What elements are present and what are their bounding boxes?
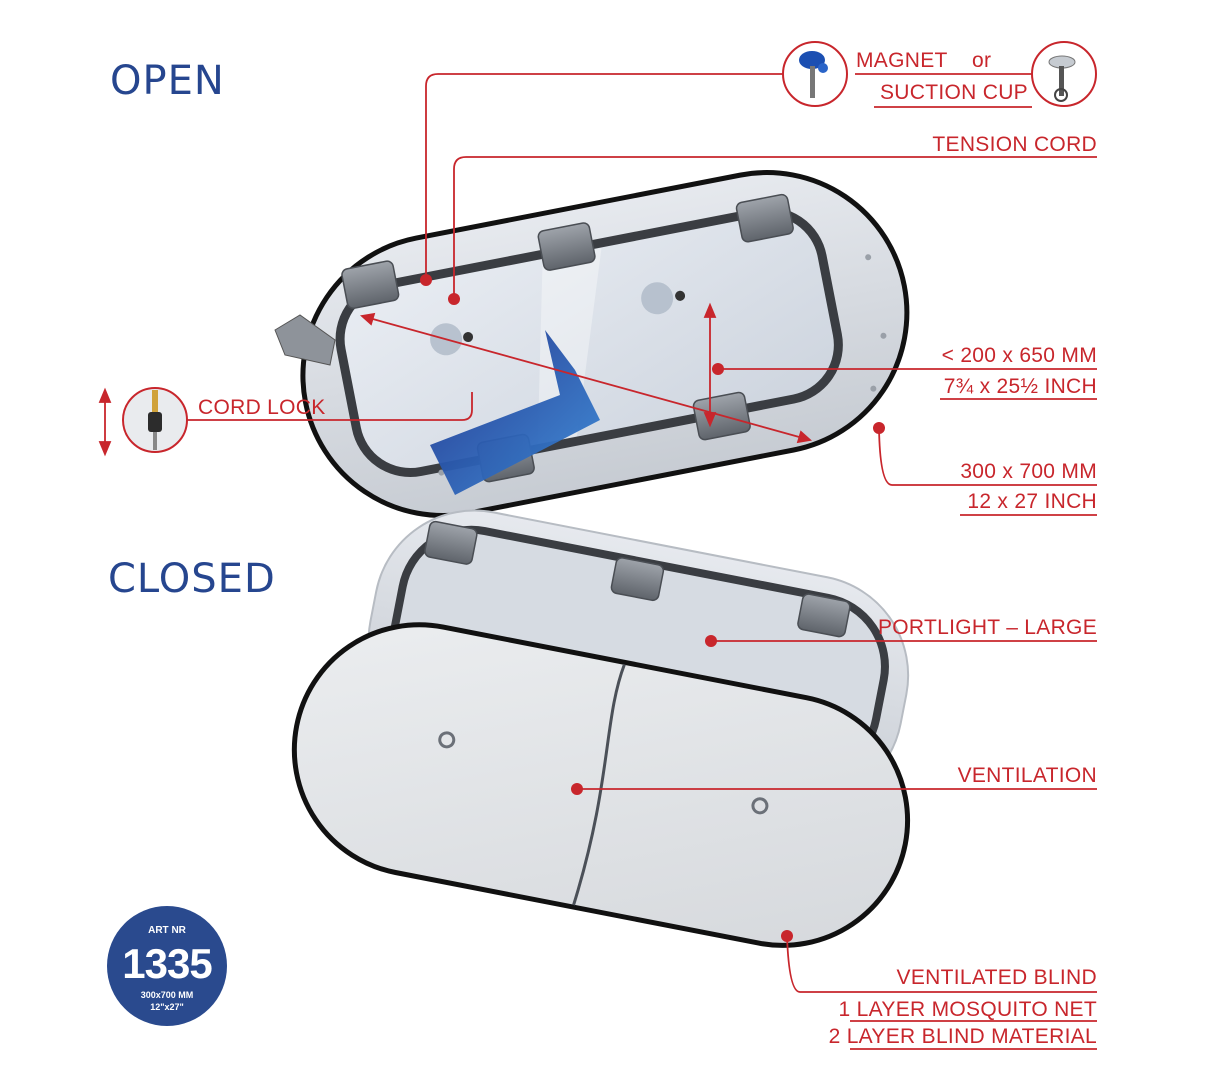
- badge-size-mm: 300x700 MM: [140, 990, 194, 1000]
- callout-lines: [187, 73, 1097, 1050]
- callout-dots: [420, 274, 885, 942]
- label-outer-size-inch: 12 x 27 INCH: [967, 490, 1097, 513]
- label-inner-size-mm: < 200 x 650 MM: [941, 344, 1097, 367]
- closed-portlight: [291, 509, 911, 948]
- heading-open: OPEN: [110, 58, 225, 104]
- airflow-arrow-in: [430, 330, 600, 495]
- badge-size-inch: 12"x27": [150, 1002, 184, 1012]
- latch: [610, 557, 665, 602]
- label-blind-line2: 2 LAYER BLIND MATERIAL: [828, 1025, 1097, 1048]
- label-blind-line1: 1 LAYER MOSQUITO NET: [838, 998, 1097, 1021]
- open-portlight: [274, 170, 910, 519]
- latch: [797, 593, 851, 638]
- label-magnet: MAGNET: [856, 49, 948, 72]
- article-number-badge: ART NR 1335 300x700 MM 12"x27": [107, 906, 227, 1026]
- latch: [341, 260, 400, 310]
- latch: [735, 193, 794, 243]
- badge-label: ART NR: [148, 925, 186, 936]
- latch: [424, 520, 478, 565]
- suction-cup-inset: [1031, 41, 1097, 107]
- label-suction-cup: SUCTION CUP: [880, 81, 1028, 104]
- label-tension-cord: TENSION CORD: [932, 133, 1097, 156]
- badge-number: 1335: [122, 940, 212, 987]
- magnet-inset: [782, 41, 848, 107]
- dimension-arrows: [98, 302, 813, 457]
- label-ventilated-blind: VENTILATED BLIND: [896, 966, 1097, 989]
- label-outer-size-mm: 300 x 700 MM: [960, 460, 1097, 483]
- latch: [537, 222, 596, 271]
- heading-closed: CLOSED: [108, 556, 276, 602]
- label-cord-lock: CORD LOCK: [198, 396, 326, 419]
- label-inner-size-inch: 7¾ x 25½ INCH: [943, 375, 1097, 398]
- label-ventilation: VENTILATION: [957, 764, 1097, 787]
- label-portlight: PORTLIGHT – LARGE: [877, 616, 1097, 639]
- cord-lock-inset: [122, 387, 188, 453]
- label-or: or: [972, 49, 992, 72]
